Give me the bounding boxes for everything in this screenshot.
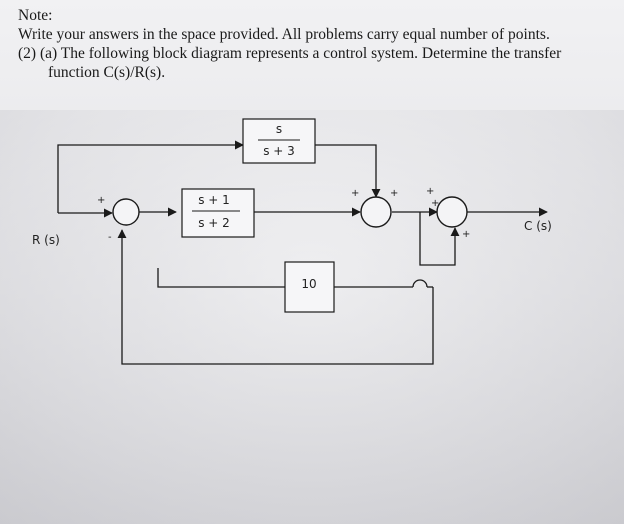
sign-sum2-top: + <box>390 188 398 199</box>
summing-junction-2 <box>360 196 392 228</box>
sign-sum1-left: + <box>97 195 105 206</box>
block-gain: 10 <box>284 261 335 313</box>
sign-sum3-left: + <box>431 198 439 209</box>
wire-crossover <box>412 279 428 288</box>
sign-sum2-right: + <box>426 186 434 197</box>
block-mid: s + 1 s + 2 <box>181 188 255 238</box>
sign-sum3-bottom: + <box>462 229 470 240</box>
wire-outer-feedback <box>117 229 434 365</box>
note-line-2: (2) (a) The following block diagram repr… <box>18 45 562 62</box>
block-mid-denominator: s + 2 <box>198 216 230 230</box>
wire-feedforward <box>57 140 244 213</box>
question-text: Note: Write your answers in the space pr… <box>18 6 608 82</box>
summing-junction-3 <box>436 196 468 228</box>
block-top-denominator: s + 3 <box>263 144 295 158</box>
input-label: R (s) <box>32 233 60 247</box>
wire-gain-left <box>157 268 285 288</box>
block-top: s s + 3 <box>242 118 316 164</box>
wire-inner-feedback <box>419 212 460 266</box>
block-gain-value: 10 <box>301 277 316 291</box>
summing-junction-1 <box>112 198 140 226</box>
wire-top-to-sum2 <box>315 144 381 198</box>
note-line-3: function C(s)/R(s). <box>48 64 166 81</box>
note-line-1: Write your answers in the space provided… <box>18 26 550 43</box>
note-title: Note: <box>18 7 53 24</box>
block-mid-numerator: s + 1 <box>198 193 230 207</box>
sign-sum2-left: + <box>351 188 359 199</box>
output-label: C (s) <box>524 219 552 233</box>
sign-sum1-bottom: - <box>108 232 112 243</box>
block-top-numerator: s <box>276 122 282 136</box>
